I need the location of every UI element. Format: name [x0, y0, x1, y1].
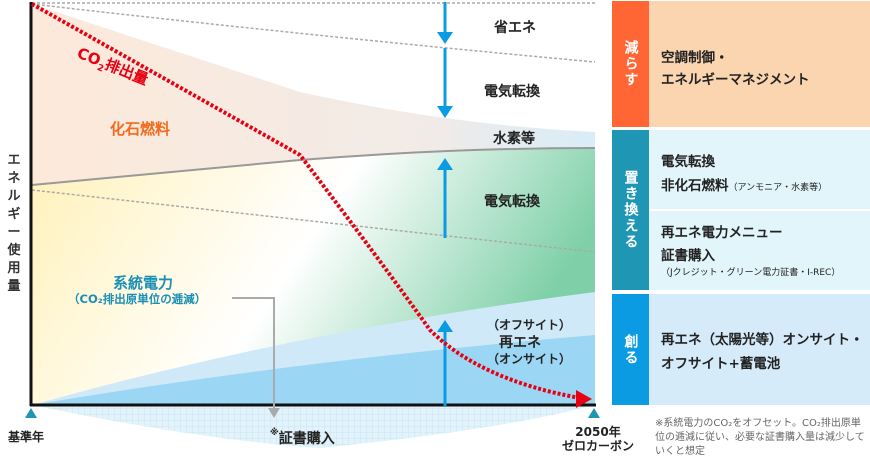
reduce-line1: 空調制御・: [661, 50, 729, 66]
base-year-label: 基準年: [8, 430, 45, 444]
certificate-purchase-label: ※証書購入: [270, 428, 335, 447]
replace-certificate: 証書購入: [661, 248, 715, 264]
replace-divider: [649, 209, 870, 211]
certificate-area: [32, 405, 595, 448]
grid-power-sublabel: （CO₂排出原単位の逓減）: [68, 292, 207, 306]
panel-create: 創る 再エネ（太陽光等）オンサイト・ オフサイト+蓄電池: [612, 294, 870, 405]
grid-power-label: 系統電力: [113, 274, 174, 292]
panel-replace: 置き換える 電気転換 非化石燃料（アンモニア・水素等） 再エネ電力メニュー 証書…: [612, 130, 870, 290]
renewable-label: 再エネ: [499, 335, 541, 351]
tag-reduce: 減らす: [612, 1, 649, 127]
y-axis-label: エネルギー使用量: [7, 153, 21, 294]
replace-certificate-detail: （Jクレジット・グリーン電力証書・I-REC）: [661, 268, 841, 278]
renewable-onsite-area: [32, 335, 595, 405]
footnote: ※系統電力のCO₂をオフセット。CO₂排出原単位の逓減に従い、必要な証書購入量は…: [655, 418, 865, 457]
tag-replace: 置き換える: [612, 130, 649, 290]
replace-renewable-menu: 再エネ電力メニュー: [661, 225, 783, 241]
hydrogen-label: 水素等: [493, 131, 535, 147]
replace-electrification: 電気転換: [661, 154, 715, 170]
target-year-label: 2050年 ゼロカーボン: [562, 425, 635, 453]
tag-create: 創る: [612, 294, 649, 405]
create-line2: オフサイト+蓄電池: [661, 356, 781, 372]
onsite-label: （オンサイト）: [487, 352, 572, 366]
electrification-top-label: 電気転換: [484, 84, 540, 100]
electrification-mid-label: 電気転換: [484, 194, 540, 210]
fossil-fuel-label: 化石燃料: [110, 120, 171, 138]
fossil-fuel-area: [32, 4, 595, 185]
create-line1: 再エネ（太陽光等）オンサイト・: [661, 332, 864, 348]
panel-reduce: 減らす 空調制御・ エネルギーマネジメント: [612, 1, 870, 127]
reduce-line2: エネルギーマネジメント: [661, 72, 810, 88]
energy-saving-label: 省エネ: [494, 20, 536, 36]
replace-non-fossil: 非化石燃料（アンモニア・水素等）: [661, 178, 828, 194]
energy-transition-chart: [25, 2, 600, 448]
offsite-label: （オフサイト）: [487, 318, 572, 332]
